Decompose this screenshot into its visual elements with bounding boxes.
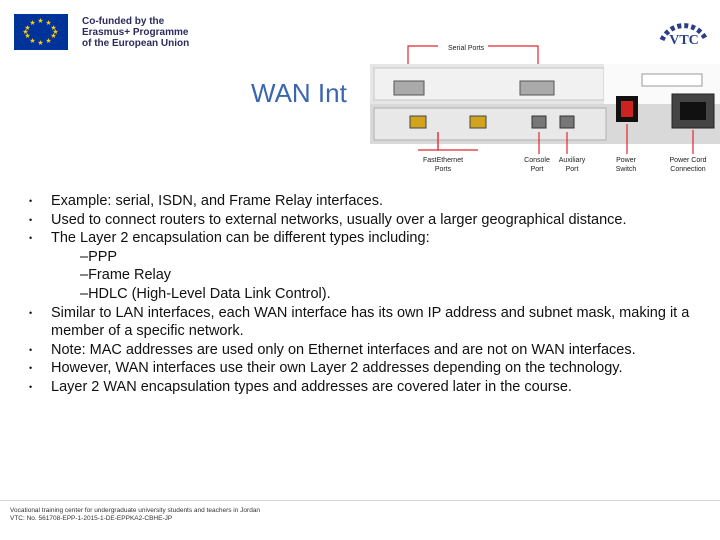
vtc-gear-logo-icon: VTC [659, 23, 709, 46]
serial-port-icon [519, 80, 555, 96]
console-port-icon [531, 115, 547, 129]
list-item: •Used to connect routers to external net… [29, 211, 627, 228]
fastethernet-label: FastEthernet [423, 157, 463, 164]
sub-list-item: –HDLC (High-Level Data Link Control). [80, 285, 331, 302]
sub-list-item: –Frame Relay [80, 267, 172, 284]
eu-text-line-1: Co-funded by the [82, 15, 165, 27]
eu-flag-icon: ★ ★ ★ ★ ★ ★ ★ ★ ★ ★ ★ ★ [14, 14, 68, 50]
footer-line-2: VTC: No. 561708-EPP-1-2015-1-DE-EPPKA2-C… [10, 515, 173, 522]
footer-divider [0, 500, 720, 501]
list-item: •The Layer 2 encapsulation can be differ… [29, 230, 430, 247]
fastethernet-port-icon [469, 115, 487, 129]
power-switch-label-2: Switch [616, 166, 637, 173]
eu-text-line-3: of the European Union [82, 37, 190, 49]
list-item: •However, WAN interfaces use their own L… [29, 360, 623, 377]
list-item: •Note: MAC addresses are used only on Et… [29, 341, 636, 358]
footer-line-1: Vocational training center for undergrad… [10, 507, 261, 514]
footer: Vocational training center for undergrad… [10, 507, 260, 523]
serial-port-icon [393, 80, 425, 96]
svg-text:VTC: VTC [669, 33, 699, 46]
router-rear-panel-diagram: Serial Ports FastEthernet Ports Console … [370, 45, 720, 173]
power-cord-connector-icon [671, 93, 715, 129]
eu-text-line-2: Erasmus+ Programme [82, 26, 189, 38]
console-label: Console [524, 157, 550, 164]
list-item: •Example: serial, ISDN, and Frame Relay … [29, 193, 384, 209]
auxiliary-port-icon [559, 115, 575, 129]
auxiliary-label-2: Port [566, 166, 579, 173]
power-cord-label: Power Cord [670, 157, 707, 164]
console-label-2: Port [531, 166, 544, 173]
sub-list-item: –PPP [80, 248, 118, 265]
power-switch-label: Power [616, 157, 637, 164]
eu-logo-block: ★ ★ ★ ★ ★ ★ ★ ★ ★ ★ ★ ★ Co-funded by the… [14, 14, 189, 50]
bullet-list: •Example: serial, ISDN, and Frame Relay … [22, 192, 712, 397]
list-item: •Similar to LAN interfaces, each WAN int… [29, 304, 690, 340]
eu-cofunded-text: Co-funded by the Erasmus+ Programme of t… [82, 16, 189, 49]
slide-title: WAN Int [251, 78, 347, 108]
fastethernet-port-icon [409, 115, 427, 129]
serial-ports-label: Serial Ports [448, 45, 485, 52]
auxiliary-label: Auxiliary [559, 157, 586, 164]
list-item: •Layer 2 WAN encapsulation types and add… [29, 378, 572, 395]
fastethernet-label-2: Ports [435, 166, 452, 173]
power-cord-label-2: Connection [670, 166, 706, 173]
